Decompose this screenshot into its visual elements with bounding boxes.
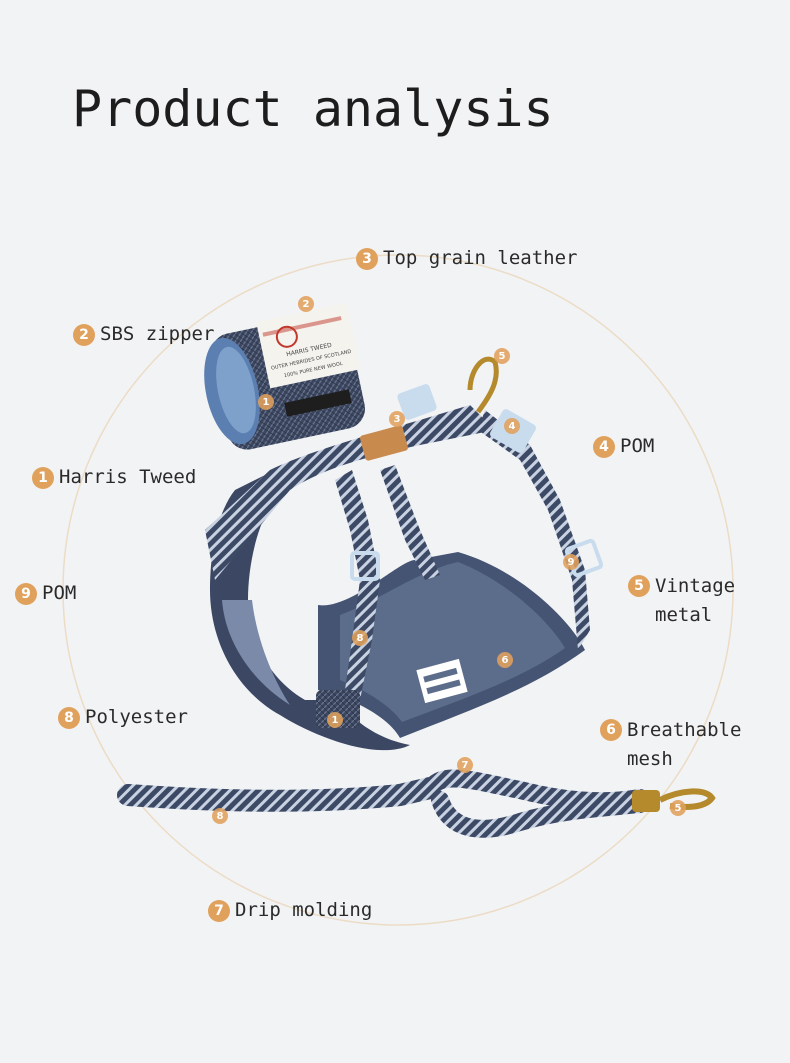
- marker-d-ring: 5: [494, 348, 510, 364]
- marker-mesh: 6: [497, 652, 513, 668]
- callout-breathable-mesh: 6 Breathable mesh: [600, 716, 741, 774]
- callout-number: 2: [73, 323, 95, 346]
- callout-label: Harris Tweed: [59, 466, 197, 488]
- callout-number: 1: [32, 466, 54, 489]
- callout-number: 9: [15, 582, 37, 605]
- marker-leash-molding: 7: [457, 757, 473, 773]
- callout-number: 4: [593, 435, 615, 458]
- callout-pom-top: 4 POM: [593, 432, 654, 461]
- decorative-ring: [62, 254, 734, 926]
- marker-leash-strap: 8: [212, 808, 228, 824]
- marker-slider: 9: [563, 554, 579, 570]
- poop-bag-pouch: HARRIS TWEED OUTER HEBRIDES OF SCOTLAND …: [204, 302, 366, 450]
- callout-vintage-metal: 5 Vintage metal: [628, 572, 735, 630]
- callout-label: POM: [620, 435, 655, 457]
- callout-label: Top grain leather: [383, 247, 578, 269]
- marker-tweed-panel: 1: [327, 712, 343, 728]
- marker-strap: 8: [352, 630, 368, 646]
- marker-leather-patch: 3: [389, 411, 405, 427]
- marker-pouch-tweed: 1: [258, 394, 274, 410]
- harness: [205, 356, 604, 751]
- marker-leash-clip: 5: [670, 800, 686, 816]
- callout-label: POM: [42, 582, 77, 604]
- marker-buckle: 4: [504, 418, 520, 434]
- callout-top-grain-leather: 3 Top grain leather: [356, 244, 577, 273]
- callout-number: 8: [58, 706, 80, 729]
- callout-number: 7: [208, 899, 230, 922]
- page-title: Product analysis: [72, 80, 554, 138]
- callout-label: Polyester: [85, 706, 188, 728]
- callout-harris-tweed: 1 Harris Tweed: [32, 463, 196, 492]
- callout-label: Breathable mesh: [627, 719, 742, 770]
- callout-sbs-zipper: 2 SBS zipper: [73, 320, 214, 349]
- callout-number: 5: [628, 575, 650, 597]
- callout-number: 6: [600, 719, 622, 741]
- callout-drip-molding: 7 Drip molding: [208, 896, 372, 925]
- callout-label: Drip molding: [235, 899, 373, 921]
- callout-polyester: 8 Polyester: [58, 703, 188, 732]
- marker-zipper: 2: [298, 296, 314, 312]
- callout-label: SBS zipper: [100, 323, 215, 345]
- leash: [117, 769, 716, 838]
- callout-label: Vintage metal: [655, 575, 736, 626]
- callout-number: 3: [356, 247, 378, 270]
- callout-pom-side: 9 POM: [15, 579, 76, 608]
